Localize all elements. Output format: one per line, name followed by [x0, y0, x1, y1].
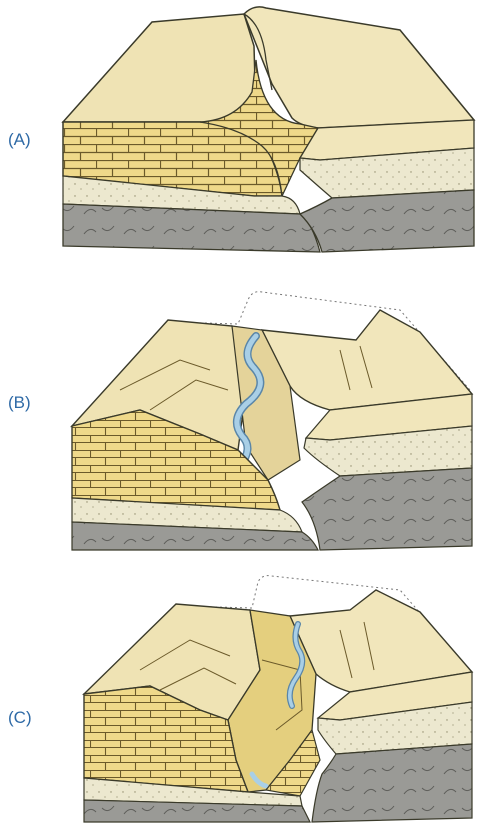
right-eroded-surface [262, 310, 472, 410]
left-upland-surface [63, 14, 256, 130]
bedrock-layer-right [312, 744, 472, 822]
block-diagram-a [0, 0, 483, 265]
block-diagram-c [0, 560, 483, 828]
bedrock-layer-right [302, 468, 472, 550]
right-block-surface [244, 7, 474, 128]
bedrock-layer-right [300, 190, 474, 252]
block-diagram-b [0, 270, 483, 560]
